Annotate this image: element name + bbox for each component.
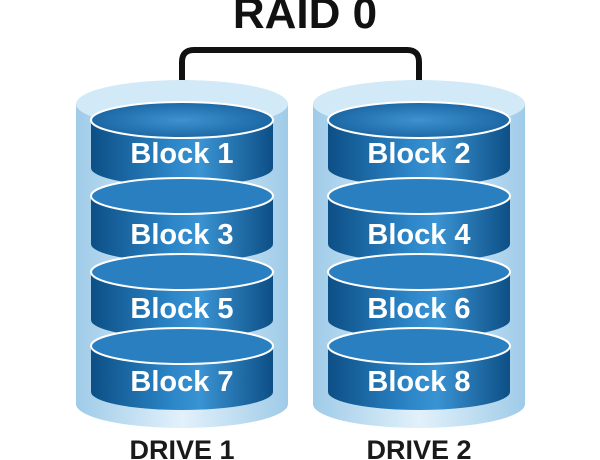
striping-connector <box>179 47 422 108</box>
drive-2-block-2: Block 2 <box>327 101 511 186</box>
drive-1-block-3: Block 3 <box>90 177 274 262</box>
block-label: Block 2 <box>367 138 470 170</box>
drive-2: Block 2 Block 4 Block 6 Block 8 DRIVE 2 <box>313 80 525 460</box>
block-label: Block 1 <box>130 138 233 170</box>
drive-1: Block 1 Block 3 Block 5 Block 7 DRIVE 1 <box>76 80 288 460</box>
drive-1-block-1: Block 1 <box>90 101 274 186</box>
diagram-title: RAID 0 <box>233 0 377 38</box>
drive-2-block-8: Block 8 <box>327 327 511 410</box>
drive-1-block-7: Block 7 <box>90 327 274 410</box>
drive-2-block-6: Block 6 <box>327 253 511 338</box>
drive-label: DRIVE 2 <box>366 435 471 460</box>
block-label: Block 5 <box>130 293 233 325</box>
drive-2-block-4: Block 4 <box>327 177 511 262</box>
block-label: Block 8 <box>367 366 470 398</box>
drive-1-block-5: Block 5 <box>90 253 274 338</box>
block-label: Block 6 <box>367 293 470 325</box>
drive-label: DRIVE 1 <box>129 435 234 460</box>
block-label: Block 3 <box>130 219 233 251</box>
block-label: Block 7 <box>130 366 233 398</box>
block-label: Block 4 <box>367 219 470 251</box>
